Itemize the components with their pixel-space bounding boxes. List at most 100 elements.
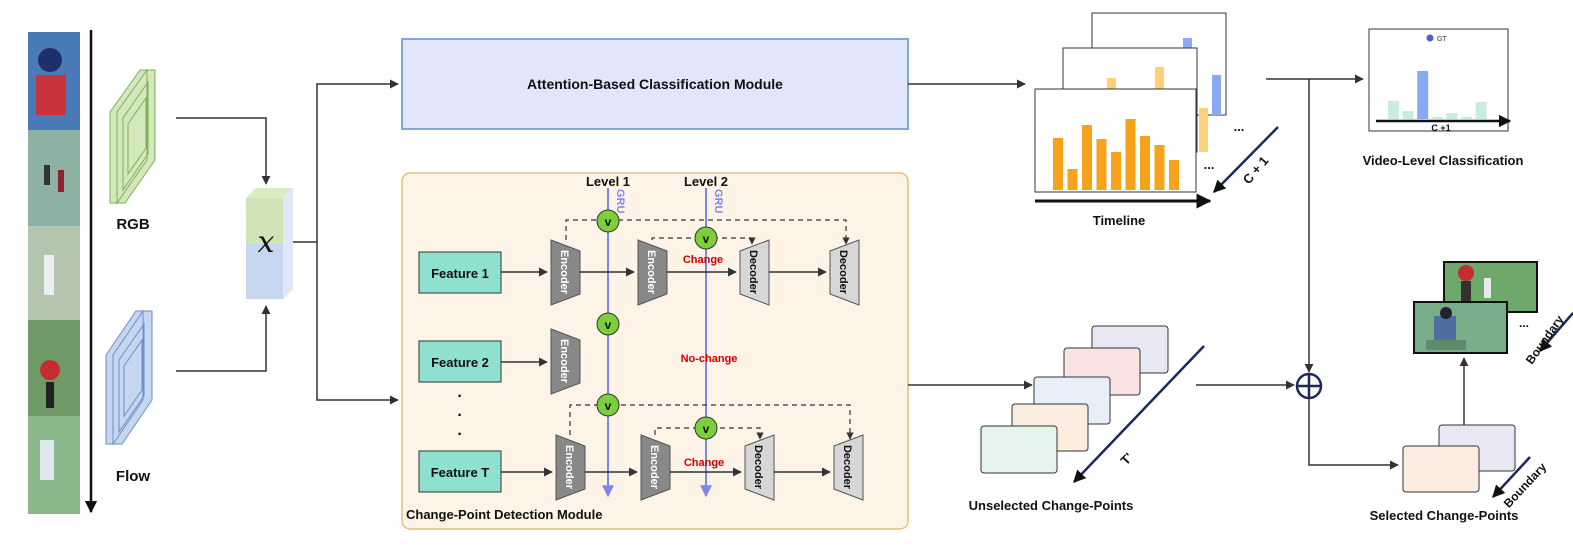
classes-axis-arrow — [1213, 126, 1279, 193]
gate-l2-rowt: v — [694, 416, 718, 440]
vertical-ellipsis: · · · — [457, 388, 462, 443]
timeline-ellipsis-2: ... — [1234, 119, 1245, 134]
class-bar-4 — [1431, 117, 1443, 119]
row2-encoder-1-label: Encoder — [558, 339, 570, 384]
feature-2-box — [418, 340, 502, 383]
timeline-bar-7 — [1140, 136, 1150, 190]
x-to-cpd-arrow — [316, 242, 399, 405]
row1-decoder-1 — [739, 239, 770, 306]
video-classification-label: Video-Level Classification — [1363, 153, 1524, 168]
gate-l1-rowt: v — [596, 393, 620, 417]
timeline-bar-6 — [1125, 119, 1136, 190]
gate-l1-row2: v — [596, 312, 620, 336]
attention-module — [401, 38, 909, 130]
class-bar-6 — [1461, 117, 1472, 119]
unselected-label: Unselected Change-Points — [969, 498, 1134, 513]
rgb-block — [109, 68, 156, 205]
thumbs-ellipsis: ... — [1519, 316, 1529, 330]
feature-t-label: Feature T — [431, 465, 490, 480]
row2-no-change-label: No-change — [681, 353, 738, 365]
row2-encoder-1 — [550, 328, 581, 395]
x-to-attention-arrow — [293, 79, 399, 243]
svg-text:v: v — [703, 422, 710, 436]
gt-legend-marker — [1426, 34, 1434, 42]
thumbs-boundary-label: Boundary — [1523, 312, 1567, 366]
svg-text:·: · — [457, 426, 462, 443]
row1-skip-outer — [565, 219, 850, 245]
row1-encoder-1 — [550, 239, 581, 306]
class-bar-2 — [1402, 111, 1414, 119]
row1-encoder-2-label: Encoder — [645, 250, 657, 295]
rowt-encoder-1-label: Encoder — [563, 445, 575, 490]
rowt-skip-inner — [654, 427, 764, 440]
fused-feature-cube — [246, 188, 293, 299]
timeline-front-bars — [1053, 119, 1179, 190]
unselected-count-label: T' — [1117, 450, 1136, 468]
rgb-to-x-arrow — [176, 117, 271, 185]
unselected-count-arrow — [1073, 345, 1205, 483]
timeline-mid-bar-3 — [1199, 108, 1208, 152]
row1-encoder-1-label: Encoder — [558, 250, 570, 295]
rowt-decoder-2-label: Decoder — [841, 445, 853, 490]
feature-1-label: Feature 1 — [431, 266, 489, 281]
sum-operator-icon — [1295, 372, 1323, 400]
level-2-label: Level 2 — [684, 174, 728, 189]
rowt-skip-outer — [569, 404, 854, 440]
row1-skip-inner — [651, 237, 756, 245]
gt-legend-label: GT — [1437, 36, 1447, 43]
timeline-label: Timeline — [1093, 213, 1146, 228]
rowt-decoder-1 — [744, 434, 775, 501]
timeline-bar-9 — [1169, 160, 1179, 190]
timeline-bar-2 — [1067, 169, 1078, 190]
row1-encoder-2 — [637, 239, 668, 306]
gru-level-1-label: GRU — [614, 189, 626, 214]
sum-to-selected-arrow — [1308, 398, 1399, 470]
class-bar-5 — [1446, 113, 1458, 119]
rowt-encoder-2 — [640, 434, 671, 501]
rowt-change-label: Change — [684, 457, 724, 469]
flow-to-x-arrow — [176, 305, 271, 372]
boundary-thumbnail-front — [1413, 301, 1508, 354]
timeline-bar-5 — [1111, 152, 1121, 190]
svg-text:·: · — [457, 388, 462, 405]
feature-2-label: Feature 2 — [431, 355, 489, 370]
class-bar-1 — [1388, 101, 1399, 119]
classification-axis-label: C +1 — [1431, 123, 1450, 133]
selected-label: Selected Change-Points — [1370, 508, 1519, 523]
rowt-decoder-1-label: Decoder — [752, 445, 764, 490]
classification-bars — [1388, 71, 1487, 119]
rowt-encoder-2-label: Encoder — [648, 445, 660, 490]
classes-axis-label: C + 1 — [1240, 153, 1272, 187]
gate-l1-row1: v — [596, 209, 620, 233]
svg-text:v: v — [605, 215, 612, 229]
class-bar-3 — [1417, 71, 1429, 119]
timeline-bar-8 — [1154, 145, 1165, 190]
gru-level-2-label: GRU — [712, 189, 724, 214]
row1-decoder-1-label: Decoder — [747, 250, 759, 295]
svg-text:v: v — [703, 232, 710, 246]
fused-feature-symbol: x — [258, 225, 275, 260]
timeline-bar-3 — [1082, 125, 1092, 190]
attention-module-label: Attention-Based Classification Module — [527, 76, 783, 92]
row1-decoder-2-label: Decoder — [837, 250, 849, 295]
timeline-back-bar-2 — [1212, 75, 1221, 115]
cpd-module — [401, 172, 909, 530]
rowt-encoder-1 — [555, 434, 586, 501]
cpd-module-label: Change-Point Detection Module — [406, 507, 602, 522]
unselected-card-5 — [980, 425, 1058, 474]
timeline-bar-4 — [1096, 139, 1107, 190]
level-1-label: Level 1 — [586, 174, 630, 189]
svg-text:·: · — [457, 407, 462, 424]
rgb-label: RGB — [116, 216, 150, 233]
selected-boundary-arrow — [1492, 456, 1531, 498]
thumbs-boundary-arrow — [1539, 312, 1573, 352]
timeline-bar-1 — [1053, 138, 1063, 190]
selected-card-2 — [1402, 445, 1480, 493]
svg-text:v: v — [605, 399, 612, 413]
svg-text:v: v — [605, 318, 612, 332]
gate-l2-row1: v — [694, 226, 718, 250]
row1-change-label: Change — [683, 254, 723, 266]
flow-label: Flow — [116, 468, 150, 485]
timeline-ellipsis-1: ... — [1204, 157, 1215, 172]
